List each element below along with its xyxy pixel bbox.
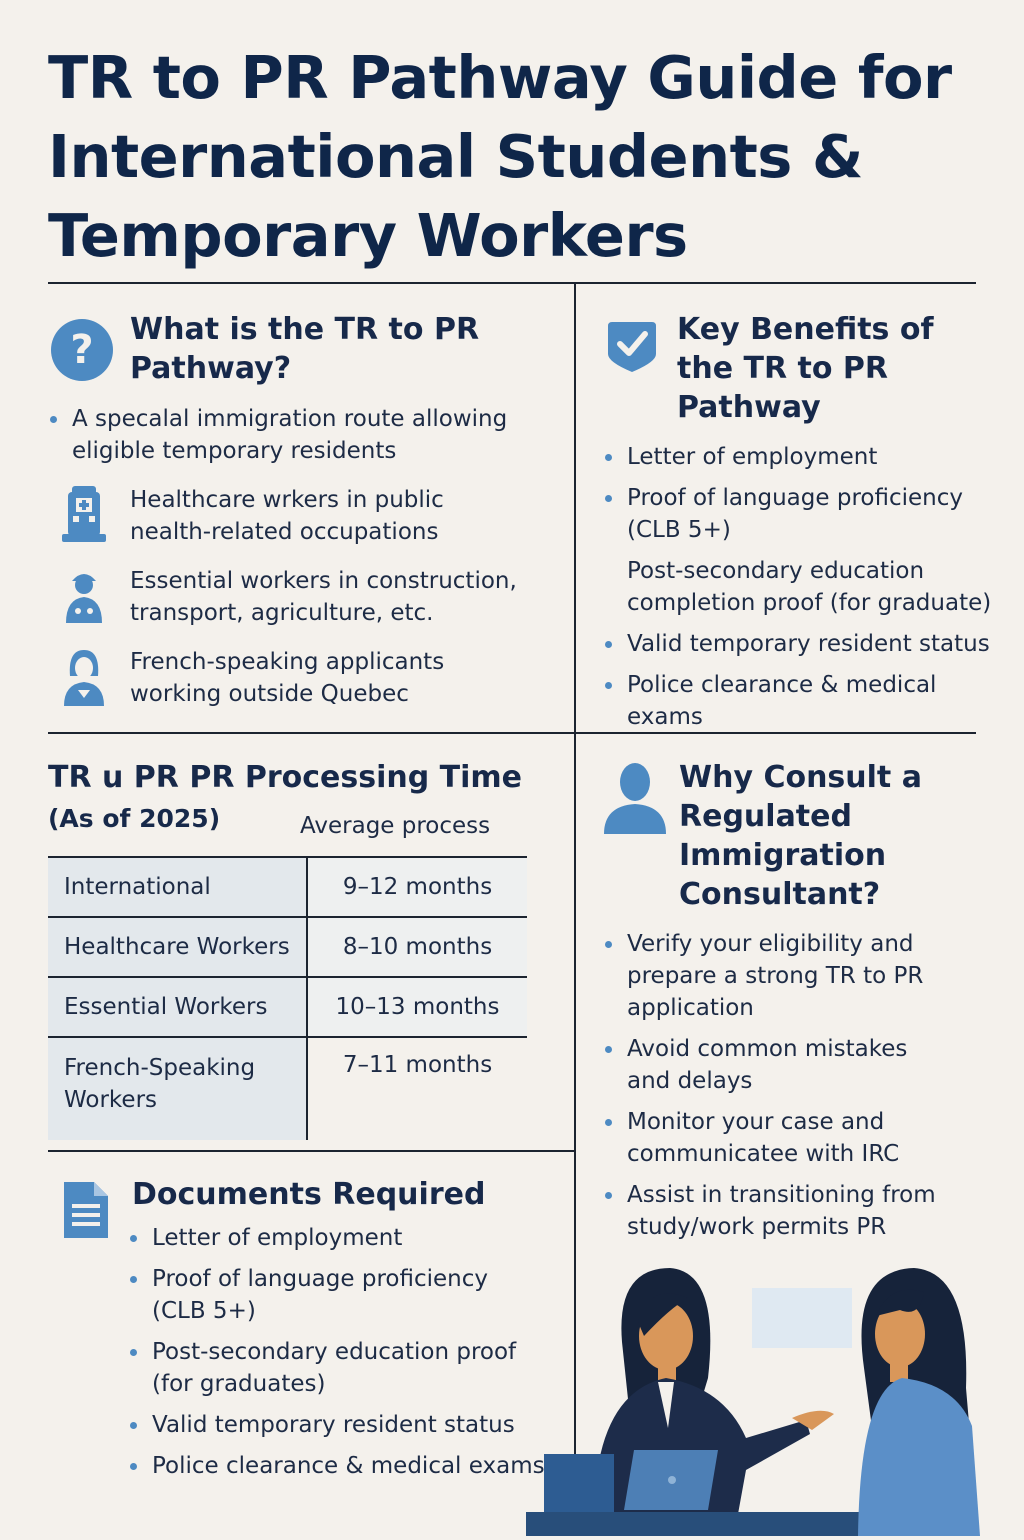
hospital-icon — [58, 484, 110, 544]
list-item: Post-secondary education proof (for grad… — [128, 1336, 542, 1400]
checkmark-icon — [604, 316, 660, 374]
list-item: Avoid common mistakes and delays — [603, 1033, 927, 1097]
table-row: French-Speaking Workers 7–11 months — [48, 1037, 527, 1140]
table-cell-time: 9–12 months — [307, 857, 527, 917]
table-cell-category: French-Speaking Workers — [48, 1037, 308, 1140]
divider-vertical — [574, 283, 576, 1536]
table-cell-category: Healthcare Workers — [48, 917, 308, 977]
table-cell-time: 7–11 months — [342, 1052, 493, 1078]
svg-text:?: ? — [70, 327, 93, 373]
table-row: International 9–12 months — [48, 857, 527, 917]
list-item: Post-secondary education completion proo… — [627, 558, 992, 616]
list-item: Proof of language proficiency (CLB 5+) — [128, 1263, 502, 1327]
worker-icon — [58, 565, 110, 625]
processing-table: International 9–12 months Healthcare Wor… — [48, 856, 527, 1140]
list-item: Assist in transitioning from study/work … — [603, 1179, 957, 1243]
list-item: Police clearance & medical exams — [603, 669, 1013, 733]
list-item: Letter of employment — [603, 441, 1013, 473]
divider-mid-right — [575, 732, 976, 734]
list-item: Valid temporary resident status — [128, 1409, 548, 1441]
list-item: Monitor your case and communicatee with … — [603, 1106, 937, 1170]
table-cell-category: International — [48, 857, 308, 917]
page-title: TR to PR Pathway Guide for International… — [48, 43, 952, 270]
list-item: Proof of language proficiency (CLB 5+) — [603, 482, 977, 546]
table-cell-time: 10–13 months — [307, 977, 527, 1037]
what-heading: What is the TR to PR Pathway? — [130, 312, 480, 386]
consult-list: Verify your eligibility and prepare a st… — [603, 928, 943, 1252]
question-icon: ? — [50, 318, 114, 382]
benefits-list: Letter of employment Proof of language p… — [603, 441, 1013, 742]
list-item: Verify your eligibility and prepare a st… — [603, 928, 937, 1024]
consultation-illustration — [520, 1258, 1024, 1536]
list-item: Letter of employment — [128, 1222, 548, 1254]
table-row: Essential Workers 10–13 months — [48, 977, 527, 1037]
person-icon — [58, 646, 110, 706]
processing-column-label: Average process — [300, 813, 491, 839]
table-row: Healthcare Workers 8–10 months — [48, 917, 527, 977]
person-silhouette-icon — [602, 760, 668, 834]
table-cell-time: 8–10 months — [307, 917, 527, 977]
consult-heading: Why Consult a Regulated Immigration Cons… — [679, 760, 922, 912]
documents-list: Letter of employment Proof of language p… — [128, 1222, 548, 1491]
processing-heading: TR u PR PR Processing Time — [48, 760, 523, 795]
list-item: Police clearance & medical exams — [128, 1450, 548, 1482]
list-item: Valid temporary resident status — [603, 628, 1013, 660]
document-icon — [60, 1178, 112, 1242]
divider-top — [48, 282, 976, 284]
divider-mid-left — [48, 732, 575, 734]
documents-heading: Documents Required — [132, 1177, 486, 1212]
benefits-heading: Key Benefits of the TR to PR Pathway — [677, 312, 934, 425]
table-cell-category: Essential Workers — [48, 977, 308, 1037]
processing-subheading: (As of 2025) — [48, 804, 221, 833]
divider-documents — [48, 1150, 575, 1152]
what-intro: A specalal immigration route allowing el… — [48, 403, 558, 476]
